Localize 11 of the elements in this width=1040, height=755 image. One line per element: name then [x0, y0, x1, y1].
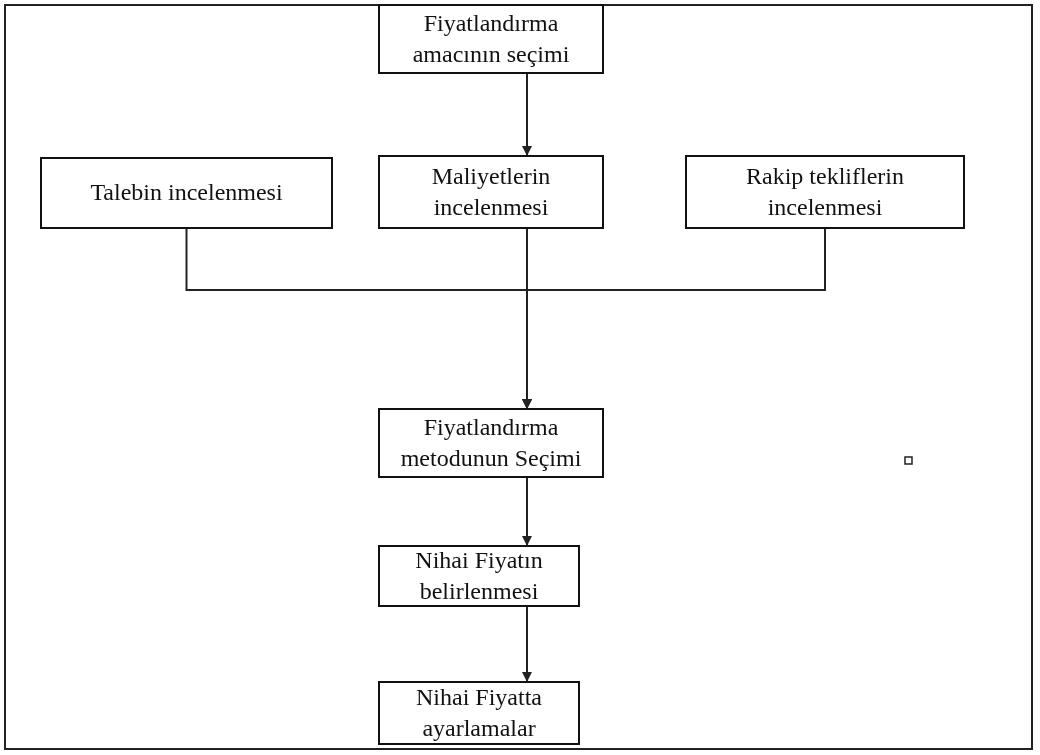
- process-box: Rakip tekliflerin incelenmesi: [685, 155, 965, 229]
- process-box: Fiyatlandırma amacının seçimi: [378, 4, 604, 74]
- arrow: [522, 477, 532, 546]
- process-box: Nihai Fiyatta ayarlamalar: [378, 681, 580, 745]
- process-box: Fiyatlandırma metodunun Seçimi: [378, 408, 604, 478]
- process-box: Talebin incelenmesi: [40, 157, 333, 229]
- process-box: Maliyetlerin incelenmesi: [378, 155, 604, 229]
- arrow: [522, 606, 532, 682]
- process-box: Nihai Fiyatın belirlenmesi: [378, 545, 580, 607]
- arrow: [522, 73, 532, 156]
- arrow: [522, 228, 826, 409]
